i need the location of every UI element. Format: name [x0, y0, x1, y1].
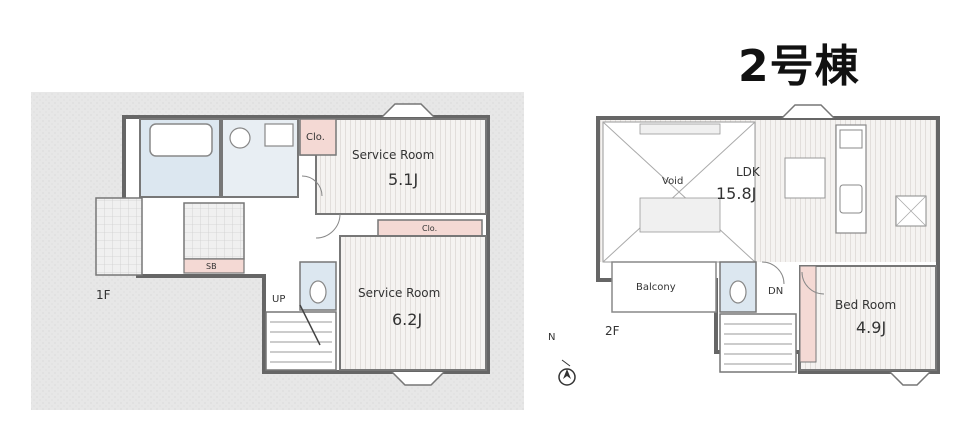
kitchen-sink	[839, 184, 863, 214]
floor1-label: 1F	[96, 288, 111, 302]
bedroom-area	[799, 265, 937, 371]
building-title: 2号棟	[738, 41, 860, 92]
washbasin	[264, 123, 294, 147]
ldk-name: LDK	[736, 165, 760, 179]
void-stair-top	[639, 123, 721, 135]
floor1-stairs	[265, 311, 337, 371]
balcony	[611, 261, 717, 313]
service-room-1-size: 5.1J	[388, 170, 419, 189]
kitchen-stove	[839, 129, 863, 149]
porch	[95, 197, 143, 276]
entrance-tiles	[183, 202, 245, 260]
floor2-plan	[596, 104, 940, 386]
floor1-plan	[31, 92, 524, 410]
floor1-closet-1-area	[299, 118, 337, 156]
compass-label: N	[548, 332, 556, 343]
balcony-label: Balcony	[636, 282, 676, 293]
service-room-1	[315, 118, 487, 215]
bedroom-closet	[799, 265, 817, 363]
void-diagonals	[602, 121, 756, 263]
floor2-stairs-label: DN	[768, 286, 784, 297]
floor1-bay-window-top	[381, 103, 435, 118]
void-stair-bottom	[639, 197, 721, 233]
bedroom-size: 4.9J	[856, 318, 887, 337]
shoe-box	[183, 258, 245, 274]
service-room-2-size: 6.2J	[392, 310, 423, 329]
floor1-stairs-steps	[270, 321, 332, 363]
floor1-stairs-label: UP	[272, 294, 286, 305]
floor2-door-2	[801, 271, 825, 295]
washer	[229, 127, 251, 149]
floor2-bay-window-top	[781, 104, 835, 119]
floor1-stairs-arrow	[299, 304, 321, 346]
compass	[558, 359, 576, 386]
void-label: Void	[662, 176, 684, 187]
dining-table	[784, 157, 826, 199]
floor2-stairs	[719, 313, 797, 373]
floor1-toilet-bowl	[309, 280, 327, 304]
floor2-stairs-steps	[724, 323, 792, 365]
service-room-2-name: Service Room	[358, 286, 441, 300]
floor2-door-1	[761, 261, 785, 285]
floor2-toilet-bowl	[729, 280, 747, 304]
service-room-1-name: Service Room	[352, 148, 435, 162]
floor1-bay-window-bottom	[391, 371, 445, 386]
floor1-door-1	[315, 213, 341, 239]
service-room-2	[339, 235, 487, 371]
floor1-door-2	[301, 175, 323, 197]
floor1-closet-1-label: Clo.	[306, 132, 325, 143]
ldk-size: 15.8J	[716, 184, 757, 203]
floor1-closet-2-label: Clo.	[422, 224, 438, 233]
shoe-box-label: SB	[206, 262, 217, 271]
floor2-label: 2F	[605, 324, 620, 338]
fridge-cross	[895, 195, 927, 227]
floor2-bay-window-bottom	[889, 371, 931, 386]
bedroom-name: Bed Room	[835, 298, 897, 312]
bathtub	[149, 123, 213, 157]
